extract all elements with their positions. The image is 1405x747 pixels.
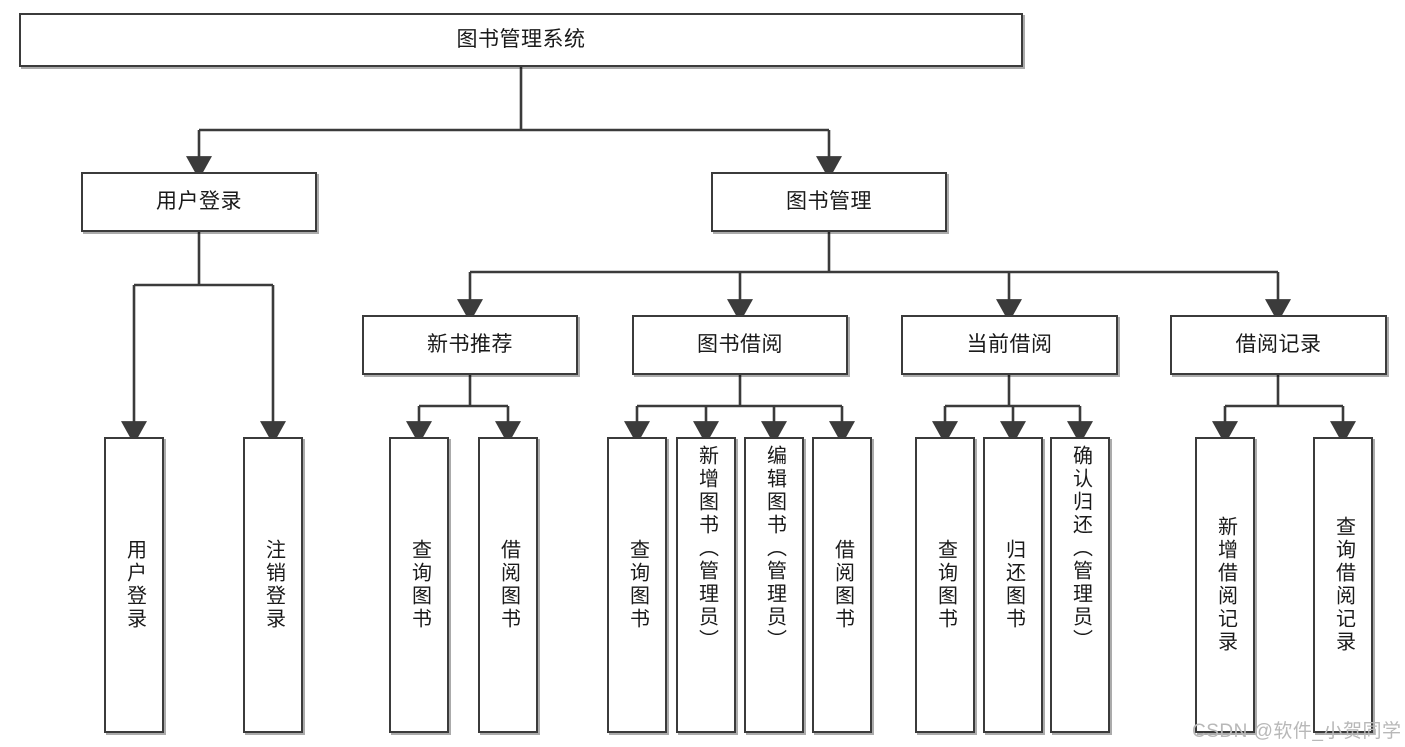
node-label: 当前借阅 [966,332,1053,356]
leaf-query-borrow-record[interactable]: 查询借阅记录 [1313,437,1373,733]
node-label: 查询图书 [626,539,649,631]
node-label: 确认归还（管理员） [1069,445,1092,652]
node-label: 新增借阅记录 [1214,516,1237,654]
node-borrow-record[interactable]: 借阅记录 [1170,315,1387,375]
node-label: 用户登录 [156,189,242,213]
leaf-confirm-return-admin[interactable]: 确认归还（管理员） [1050,437,1110,733]
leaf-query-book-borrow[interactable]: 查询图书 [607,437,667,733]
node-label: 图书管理系统 [456,27,586,51]
node-current-borrow[interactable]: 当前借阅 [901,315,1118,375]
node-label: 图书借阅 [697,332,783,356]
node-book-management[interactable]: 图书管理 [711,172,947,232]
node-label: 归还图书 [1002,539,1025,631]
node-label: 查询借阅记录 [1332,516,1355,654]
leaf-borrow-book-recommend[interactable]: 借阅图书 [478,437,538,733]
node-label: 借阅记录 [1235,332,1322,356]
node-label: 借阅图书 [831,539,854,631]
leaf-logout[interactable]: 注销登录 [243,437,303,733]
node-label: 查询图书 [408,539,431,631]
node-label: 新增图书（管理员） [695,445,718,652]
leaf-query-book-current[interactable]: 查询图书 [915,437,975,733]
leaf-edit-book-admin[interactable]: 编辑图书（管理员） [744,437,804,733]
node-label: 借阅图书 [497,539,520,631]
node-new-book-recommend[interactable]: 新书推荐 [362,315,578,375]
node-label: 图书管理 [786,189,872,213]
node-label: 编辑图书（管理员） [763,445,786,652]
leaf-user-login[interactable]: 用户登录 [104,437,164,733]
node-label: 用户登录 [123,539,146,631]
leaf-add-borrow-record[interactable]: 新增借阅记录 [1195,437,1255,733]
node-label: 查询图书 [934,539,957,631]
leaf-query-book-recommend[interactable]: 查询图书 [389,437,449,733]
node-user-login[interactable]: 用户登录 [81,172,317,232]
node-book-borrow[interactable]: 图书借阅 [632,315,848,375]
node-label: 新书推荐 [427,332,513,356]
node-label: 注销登录 [262,539,285,631]
leaf-borrow-book[interactable]: 借阅图书 [812,437,872,733]
leaf-add-book-admin[interactable]: 新增图书（管理员） [676,437,736,733]
node-root[interactable]: 图书管理系统 [19,13,1023,67]
leaf-return-book[interactable]: 归还图书 [983,437,1043,733]
